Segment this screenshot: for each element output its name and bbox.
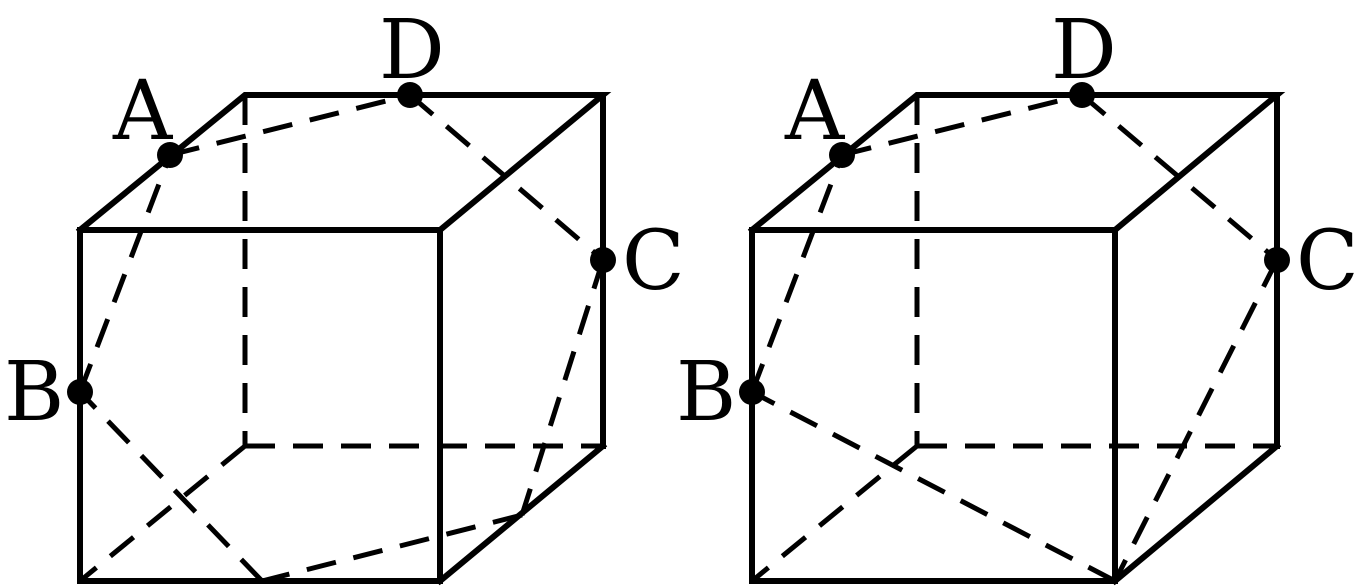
right-point-A-dot — [829, 142, 855, 168]
left-cube-section-lines — [77, 92, 606, 584]
right-cube-hidden-edges — [750, 95, 1277, 583]
right-cube-visible-edges — [747, 92, 1286, 586]
right-cube-section-lines — [749, 92, 1280, 584]
left-point-B-label: B — [4, 345, 64, 440]
left-point-A-dot — [157, 142, 183, 168]
left-point-D-dot — [397, 82, 423, 108]
left-point-B-dot — [67, 379, 93, 405]
right-point-D-dot — [1069, 82, 1095, 108]
left-point-D-label: D — [379, 3, 445, 98]
left-point-A-label: A — [112, 64, 174, 159]
right-point-A-label: A — [784, 64, 846, 159]
right-cube: A B C D — [676, 3, 1359, 586]
right-point-B-label: B — [676, 345, 736, 440]
right-point-B-dot — [739, 379, 765, 405]
right-point-C-label: C — [1296, 214, 1359, 309]
left-cube-visible-edges — [75, 92, 612, 586]
right-point-C-dot — [1264, 247, 1290, 273]
left-cube: A B C D — [4, 3, 685, 586]
left-point-C-label: C — [622, 214, 685, 309]
left-point-C-dot — [590, 247, 616, 273]
right-point-D-label: D — [1051, 3, 1117, 98]
